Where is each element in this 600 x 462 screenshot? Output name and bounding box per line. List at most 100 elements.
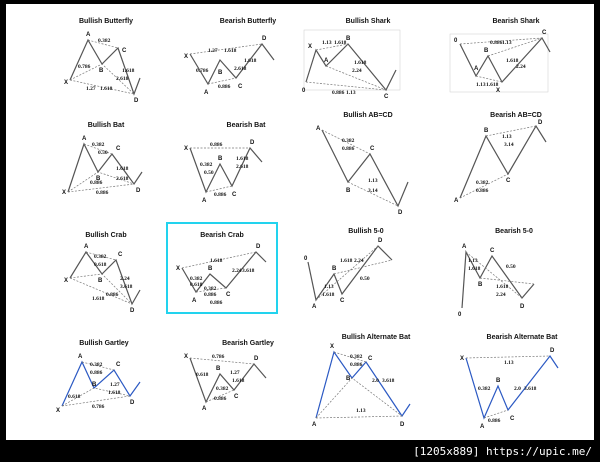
svg-text:X: X xyxy=(460,356,464,362)
svg-text:1.27: 1.27 xyxy=(86,86,96,92)
svg-text:1.13: 1.13 xyxy=(322,40,332,46)
svg-text:0.382: 0.382 xyxy=(200,162,213,168)
svg-text:1.618: 1.618 xyxy=(486,82,499,88)
svg-text:0: 0 xyxy=(458,312,462,318)
svg-text:1.618: 1.618 xyxy=(232,378,245,384)
svg-text:0.786: 0.786 xyxy=(212,354,225,360)
svg-text:1.618: 1.618 xyxy=(340,258,353,264)
card-bearish-butterfly: Bearish Butterfly 1.27 1.618 0.786 1.618… xyxy=(178,18,318,118)
svg-text:1.618: 1.618 xyxy=(468,266,481,272)
svg-text:0.618: 0.618 xyxy=(68,394,81,400)
pattern-title: Bearish Shark xyxy=(492,18,540,25)
svg-text:1.27: 1.27 xyxy=(208,48,218,54)
card-bullish-5-0: Bullish 5-0 1.618 2.24 0.50 1.13 1.618 0… xyxy=(296,228,436,328)
svg-text:0.786: 0.786 xyxy=(92,404,105,410)
svg-text:D: D xyxy=(130,400,135,406)
svg-text:3.618: 3.618 xyxy=(524,386,537,392)
svg-text:C: C xyxy=(116,146,121,152)
bullish-crab-diagram: 0.382 0.618 2.24 3.618 0.886 1.618 X A B… xyxy=(64,244,141,314)
svg-text:1.13: 1.13 xyxy=(476,82,486,88)
svg-text:X: X xyxy=(330,344,334,350)
svg-text:A: A xyxy=(82,136,87,142)
svg-text:1.13: 1.13 xyxy=(368,178,378,184)
svg-text:A: A xyxy=(474,66,479,72)
svg-text:0.886: 0.886 xyxy=(350,362,363,368)
pattern-title: Bearish Bat xyxy=(226,122,266,129)
svg-text:1.618: 1.618 xyxy=(108,390,121,396)
svg-text:0: 0 xyxy=(302,88,306,94)
svg-text:1.618: 1.618 xyxy=(354,60,367,66)
bearish-crab-diagram: 1.618 2.24 3.618 0.382 0.618 0.382 0.886… xyxy=(176,244,267,306)
pattern-title: Bullish 5-0 xyxy=(348,228,384,235)
svg-text:D: D xyxy=(378,238,383,244)
svg-text:A: A xyxy=(84,244,89,250)
svg-text:1.13: 1.13 xyxy=(324,284,334,290)
svg-text:B: B xyxy=(332,266,337,272)
svg-text:1.618: 1.618 xyxy=(116,166,129,172)
svg-text:C: C xyxy=(384,94,389,100)
svg-text:X: X xyxy=(64,80,68,86)
svg-text:C: C xyxy=(234,394,239,400)
svg-text:2.24: 2.24 xyxy=(496,292,506,298)
svg-text:1.618: 1.618 xyxy=(506,58,519,64)
svg-text:2.24: 2.24 xyxy=(232,268,242,274)
svg-text:0.786: 0.786 xyxy=(78,64,91,70)
svg-text:C: C xyxy=(238,84,243,90)
svg-text:0.886: 0.886 xyxy=(490,40,503,46)
svg-text:A: A xyxy=(204,90,209,96)
pattern-title: Bullish Alternate Bat xyxy=(341,334,411,341)
pattern-title: Bearish AB=CD xyxy=(490,112,542,119)
svg-text:B: B xyxy=(478,282,483,288)
svg-text:0.618: 0.618 xyxy=(190,282,203,288)
svg-text:2.0: 2.0 xyxy=(372,378,379,384)
svg-text:1.13: 1.13 xyxy=(504,360,514,366)
bullish-shark-diagram: 1.13 1.618 1.618 2.24 0.886 1.13 X A B C… xyxy=(302,29,401,100)
svg-text:0.618: 0.618 xyxy=(94,262,107,268)
svg-text:B: B xyxy=(99,68,104,74)
svg-text:0.886: 0.886 xyxy=(106,292,119,298)
card-bullish-abcd: Bullish AB=CD 0.382 0.886 1.13 3.14 A B … xyxy=(298,112,438,216)
svg-text:A: A xyxy=(312,304,317,310)
svg-text:0.886: 0.886 xyxy=(214,396,227,402)
card-bullish-gartley: Bullish Gartley 0.382 0.886 1.27 1.618 0… xyxy=(34,340,174,440)
svg-text:B: B xyxy=(92,382,97,388)
svg-text:A: A xyxy=(462,244,467,250)
svg-text:B: B xyxy=(346,36,351,42)
bullish-gartley-diagram: 0.382 0.886 1.27 1.618 0.618 0.786 X A B… xyxy=(56,354,141,414)
pattern-title: Bullish Shark xyxy=(345,18,391,25)
svg-text:D: D xyxy=(538,120,543,126)
svg-text:3.14: 3.14 xyxy=(368,188,378,194)
pattern-title: Bullish Butterfly xyxy=(78,18,134,25)
bearish-alternate-bat-diagram: 1.13 0.382 0.886 2.0 3.618 X A B C D xyxy=(460,348,559,430)
svg-text:0.886: 0.886 xyxy=(204,292,217,298)
svg-text:D: D xyxy=(136,188,141,194)
svg-text:0.382: 0.382 xyxy=(478,386,491,392)
card-bullish-alternate-bat: Bullish Alternate Bat 0.382 0.886 2.0 3.… xyxy=(306,334,446,434)
svg-text:0.886: 0.886 xyxy=(332,90,345,96)
svg-text:0.382: 0.382 xyxy=(94,254,107,260)
svg-text:X: X xyxy=(64,278,68,284)
card-bullish-bat: Bullish Bat 0.382 0.50 1.618 2.618 0.886… xyxy=(36,122,176,222)
svg-text:B: B xyxy=(484,128,489,134)
svg-text:X: X xyxy=(184,54,188,60)
bullish-bat-diagram: 0.382 0.50 1.618 2.618 0.886 0.886 X A B… xyxy=(62,136,143,196)
bearish-shark-diagram: 0.886 1.13 1.618 1.13 1.618 2.24 0 A X B… xyxy=(449,30,551,94)
svg-text:B: B xyxy=(98,278,103,284)
svg-text:D: D xyxy=(254,356,259,362)
svg-text:2.618: 2.618 xyxy=(236,164,249,170)
svg-text:A: A xyxy=(324,58,329,64)
svg-text:1.618: 1.618 xyxy=(236,156,249,162)
svg-text:3.618: 3.618 xyxy=(120,284,133,290)
svg-text:A: A xyxy=(202,198,207,204)
svg-text:C: C xyxy=(368,356,373,362)
svg-text:0.50: 0.50 xyxy=(360,276,370,282)
svg-text:0.382: 0.382 xyxy=(476,180,489,186)
svg-text:0.382: 0.382 xyxy=(216,386,229,392)
svg-text:C: C xyxy=(116,362,121,368)
svg-text:2.0: 2.0 xyxy=(514,386,521,392)
svg-text:D: D xyxy=(256,244,261,250)
card-bearish-shark: Bearish Shark 0.886 1.13 1.618 1.13 1.61… xyxy=(446,18,586,118)
svg-text:0.50: 0.50 xyxy=(506,264,516,270)
svg-text:1.13: 1.13 xyxy=(356,408,366,414)
svg-text:0.886: 0.886 xyxy=(214,192,227,198)
